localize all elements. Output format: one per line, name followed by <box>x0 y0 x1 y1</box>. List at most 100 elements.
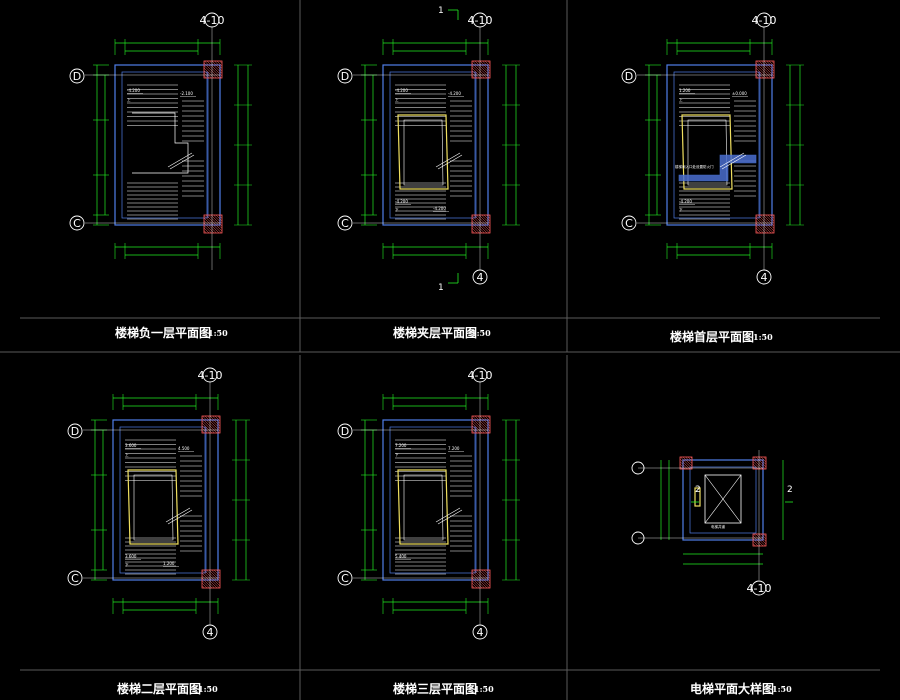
hatch-line <box>201 582 208 589</box>
grid-axis-label: 4-10 <box>468 14 493 27</box>
stair-void-inner <box>687 119 728 186</box>
hatch-line <box>482 415 491 424</box>
grid-bubble-circle <box>337 215 353 231</box>
hatch-line <box>685 456 693 464</box>
hatch-line <box>479 415 491 427</box>
landing-slab <box>678 154 757 182</box>
hatch-line <box>755 533 767 545</box>
break-line <box>437 154 463 170</box>
column-outline <box>752 456 767 470</box>
hatch-line <box>203 70 212 79</box>
grid-axis-label: C <box>625 217 633 230</box>
elevation-label: 5.400 <box>395 554 407 559</box>
hatch-line <box>203 217 220 234</box>
hatch-line <box>471 217 488 234</box>
hatch-line <box>201 427 208 434</box>
hatch-line <box>203 225 212 234</box>
elevation-label: 1.200 <box>679 88 691 93</box>
stair-direction-note: 上 <box>679 97 683 102</box>
hatch-line <box>201 580 210 589</box>
grid-bubble-circle <box>67 570 83 586</box>
hatch-line <box>753 533 766 547</box>
hatch-line <box>204 415 221 432</box>
dimension-lines <box>361 39 520 259</box>
grid-bubble-circle <box>337 68 353 84</box>
grid-bubble-c: C <box>337 215 353 231</box>
hatch-line <box>208 214 223 229</box>
hatched-column <box>203 214 223 234</box>
grid-bubble-bottom: 4-10 <box>747 580 771 596</box>
section-mark-label: 1 <box>438 283 444 293</box>
hatch-line <box>203 75 207 79</box>
stair-direction-note: 下 <box>125 563 129 567</box>
column-outline <box>471 214 491 234</box>
hatched-column <box>201 415 221 434</box>
hatch-line <box>471 62 488 79</box>
hatched-column <box>755 214 775 234</box>
stair-treads <box>395 439 472 575</box>
column-outline <box>471 60 491 79</box>
hatch-line <box>679 458 691 470</box>
hatch-line <box>218 214 223 219</box>
inner-wall <box>121 71 208 219</box>
hatch-line <box>471 65 485 79</box>
grid-bubble-d: D <box>67 423 83 439</box>
hatch-line <box>762 214 775 227</box>
hatch-line <box>471 70 480 79</box>
hatch-line <box>755 67 767 79</box>
shaft-inner-wall <box>689 466 757 534</box>
hatch-line <box>487 60 491 64</box>
hatch-line <box>203 230 207 234</box>
hatch-line <box>201 572 218 589</box>
hatch-line <box>474 415 491 432</box>
grid-bubble-d: D <box>337 68 353 84</box>
grid-axis-label: 4-10 <box>200 14 225 27</box>
grid-axis-label: 4-10 <box>468 369 493 382</box>
hatch-line <box>760 214 775 229</box>
hatch-line <box>486 569 491 574</box>
hatch-line <box>471 215 490 234</box>
hatched-column <box>471 415 491 434</box>
hatch-line <box>217 415 221 419</box>
hatched-column <box>752 456 767 470</box>
plan-note: 楼梯间入口处设置防火门 <box>675 164 714 169</box>
shaft-wall <box>682 459 764 541</box>
column-outline <box>679 456 693 470</box>
hatch-line <box>471 227 478 234</box>
hatch-line <box>203 215 222 234</box>
hatch-line <box>471 230 475 234</box>
hatch-line <box>476 569 491 584</box>
hatch-line <box>213 214 223 224</box>
hatch-line <box>763 533 767 537</box>
grid-bubble-d: D <box>337 423 353 439</box>
grid-bubble-circle <box>69 215 85 231</box>
stair-treads <box>395 84 472 220</box>
elevation-label: ±0.000 <box>732 91 747 96</box>
elevation-label: -2.100 <box>180 91 193 96</box>
elevation-label: 4.500 <box>178 446 190 451</box>
dimension-lines <box>361 394 520 614</box>
car-diagonal <box>704 474 742 524</box>
grid-bubble-circle <box>204 12 220 28</box>
stair-treads <box>127 84 204 220</box>
stair-direction-note: 上 <box>125 452 129 457</box>
hatch-line <box>753 456 766 470</box>
hatched-column <box>471 214 491 234</box>
hatch-line <box>767 214 775 222</box>
hatch-line <box>471 427 478 434</box>
hatch-line <box>755 62 772 79</box>
column-outline <box>471 415 491 434</box>
grid-bubble-top: 4-10 <box>468 12 493 28</box>
hatch-line <box>476 214 491 229</box>
hatch-line <box>486 214 491 219</box>
hatch-line <box>755 72 762 79</box>
hatch-line <box>471 220 485 234</box>
inner-wall <box>389 426 476 574</box>
